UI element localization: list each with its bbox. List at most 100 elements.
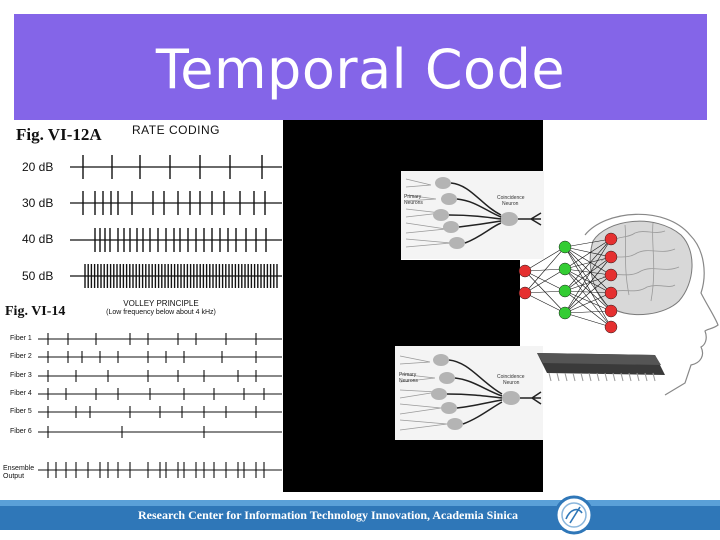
network-edge (564, 290, 612, 328)
chip-pin (636, 372, 640, 382)
chip-pin (644, 372, 648, 382)
chip-pin (548, 372, 552, 382)
chip-pin (620, 372, 624, 382)
rate-row-label: 30 dB (22, 196, 54, 210)
network-edge (564, 238, 612, 314)
network-edge (564, 290, 612, 312)
rate-figure-label: Fig. VI-12A (16, 125, 102, 144)
network-edge (564, 268, 612, 294)
chip-pin (588, 372, 592, 382)
slide-title: Temporal Code (155, 37, 566, 101)
network-edge (564, 312, 612, 328)
black-panel (283, 120, 401, 492)
output-node (604, 304, 618, 318)
academia-sinica-logo (554, 495, 594, 535)
hidden-node (558, 262, 572, 276)
chip-pin (652, 372, 656, 382)
network-edge (564, 292, 612, 314)
chip-pin (580, 372, 584, 382)
chip-pin (572, 372, 576, 382)
rate-coding-heading: RATE CODING (132, 123, 220, 137)
brain-network-illustration (518, 213, 719, 396)
fiber-label: Fiber 6 (10, 428, 32, 435)
rate-row-label: 50 dB (22, 269, 54, 283)
network-edge (524, 246, 566, 294)
network-edge (524, 290, 566, 294)
network-edge (564, 274, 612, 314)
ensemble-label-line2: Output (3, 473, 25, 480)
output-node (604, 320, 618, 334)
footer-text: Research Center for Information Technolo… (138, 508, 519, 522)
fiber-label: Fiber 1 (10, 335, 32, 342)
network-edge (524, 268, 566, 294)
coincidence-diagram-top: Primary Neurons Coincidence Neuron (401, 171, 544, 259)
network-edge (564, 256, 612, 314)
volley-heading-block: VOLLEY PRINCIPLE (Low frequency below ab… (96, 299, 226, 317)
chip-pin (564, 372, 568, 382)
primary-neurons-label: Neurons (404, 200, 423, 206)
fiber-label: Fiber 3 (10, 372, 32, 379)
chip-pin (556, 372, 560, 382)
input-node (518, 264, 532, 278)
primary-neurons-label: Primary (404, 194, 422, 200)
rate-row-label: 20 dB (22, 160, 54, 174)
network-edge (564, 246, 612, 276)
black-panel (400, 440, 543, 492)
title-bar: Temporal Code (14, 14, 707, 120)
network-edge (564, 238, 612, 270)
network-connections (524, 238, 612, 328)
network-edge (564, 290, 612, 294)
network-edge (564, 310, 612, 314)
fiber-label: Fiber 5 (10, 408, 32, 415)
coincidence-diagram-bottom: Primary Neurons Coincidence Neuron (395, 346, 543, 440)
output-node (604, 268, 618, 282)
network-edge (564, 238, 612, 292)
network-edge (564, 246, 612, 294)
footer-bar (0, 500, 720, 530)
volley-subheading: (Low frequency below about 4 kHz) (106, 309, 216, 316)
chip-pin (628, 372, 632, 382)
hidden-node (558, 284, 572, 298)
output-node (604, 232, 618, 246)
rate-coding-spike-trains (70, 155, 282, 288)
hidden-node (558, 240, 572, 254)
rate-row-label: 40 dB (22, 232, 54, 246)
network-edge (564, 268, 612, 328)
primary-neurons-label: Primary (399, 372, 417, 378)
volley-figure-label: Fig. VI-14 (5, 304, 66, 319)
network-edge (564, 238, 612, 248)
primary-neurons-label: Neurons (399, 378, 418, 384)
ensemble-label-line1: Ensemble (3, 465, 35, 472)
network-edge (524, 292, 566, 314)
network-nodes (518, 232, 618, 334)
chip-pin (604, 372, 608, 382)
network-edge (564, 274, 612, 292)
coincidence-neuron-illustration: Primary Neurons Coincidence Neuron (399, 354, 542, 431)
black-panel (400, 260, 520, 346)
input-node (518, 286, 532, 300)
network-edge (524, 246, 566, 272)
fiber-label: Fiber 4 (10, 390, 32, 397)
hidden-node (558, 306, 572, 320)
coincidence-neuron-label: Neuron (502, 201, 519, 207)
chip-pin (596, 372, 600, 382)
network-edge (564, 256, 612, 270)
ensemble-output-label: Ensemble Output (3, 465, 34, 481)
network-edge (564, 268, 612, 312)
network-edge (564, 246, 612, 258)
coincidence-neuron-label: Coincidence (497, 195, 525, 201)
output-node (604, 286, 618, 300)
coincidence-neuron-illustration: Primary Neurons Coincidence Neuron (404, 177, 542, 249)
network-edge (564, 268, 612, 276)
output-node (604, 250, 618, 264)
volley-spike-trains (38, 333, 282, 478)
chip-pin (612, 372, 616, 382)
coincidence-neuron-label: Coincidence (497, 374, 525, 380)
network-edge (564, 246, 612, 328)
fiber-label: Fiber 2 (10, 353, 32, 360)
volley-heading: VOLLEY PRINCIPLE (123, 299, 199, 308)
network-edge (564, 246, 612, 312)
network-edge (564, 256, 612, 292)
microchip (537, 353, 665, 382)
coincidence-neuron-label: Neuron (503, 380, 520, 386)
